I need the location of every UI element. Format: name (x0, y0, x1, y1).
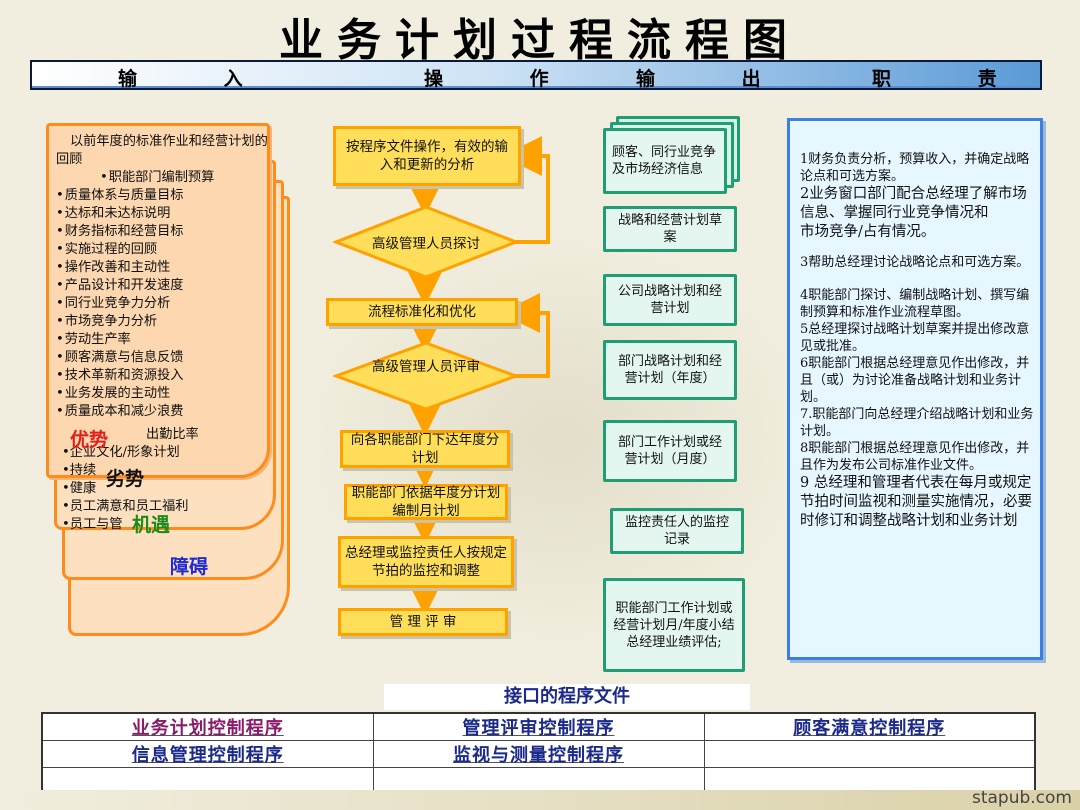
flow-connectors (405, 136, 550, 616)
flow-step-standardize: 流程标准化和优化 (326, 298, 518, 326)
duty-item: 7.职能部门向总经理介绍战略计划和业务计划。 (800, 407, 1034, 439)
duty-item: 市场竞争/占有情况。 (800, 224, 936, 240)
output-monitor-record: 监控责任人的监控记录 (610, 508, 744, 554)
list-item: 质量体系与质量目标 (56, 187, 268, 205)
input-list: 以前年度的标准作业和经营计划的回顾 职能部门编制预算 质量体系与质量目标 达标和… (56, 133, 268, 421)
swot-opportunity: 机遇 (132, 514, 171, 536)
partial-item: 出勤比率 (146, 427, 199, 442)
list-item: 操作改善和主动性 (56, 259, 268, 277)
list-item: 业务发展的主动性 (56, 385, 268, 403)
table-cell (41, 767, 374, 792)
table-cell: 信息管理控制程序 (41, 740, 374, 768)
output-dept-monthly-plan: 部门工作计划或经营计划（月度） (603, 420, 737, 482)
footer-bar (0, 790, 1080, 810)
table-cell (372, 767, 705, 792)
table-cell: 业务计划控制程序 (41, 712, 374, 741)
partial-item: •员工与管 (62, 517, 123, 532)
duty-item: 8职能部门根据总经理意见作出修改，并且作为发布公司标准作业文件。 (800, 441, 1030, 473)
header-output: 输 出 (636, 68, 801, 90)
flow-step-input-analysis: 按程序文件操作，有效的输入和更新的分析 (333, 126, 521, 186)
list-item: 财务指标和经营目标 (56, 223, 268, 241)
output-summary: 职能部门工作计划或经营计划月/年度小结 总经理业绩评估; (603, 578, 745, 672)
duty-item: 1财务负责分析，预算收入，并确定战略论点和可选方案。 (800, 152, 1030, 184)
swot-weakness: 劣势 (106, 468, 145, 490)
header-input: 输 入 (118, 68, 283, 90)
duties-panel (787, 118, 1043, 660)
list-item: 顾客满意与信息反馈 (56, 349, 268, 367)
list-item: 产品设计和开发速度 (56, 277, 268, 295)
output-summary-text: 职能部门工作计划或经营计划月/年度小结 (613, 600, 735, 633)
decision-diamond-discuss (333, 205, 519, 279)
duty-item: 6职能部门根据总经理意见作出修改，并且（或）为讨论准备战略计划和业务计划。 (800, 356, 1030, 405)
table-cell (703, 740, 1036, 768)
list-item: 劳动生产率 (56, 331, 268, 349)
flow-step-monitor-adjust: 总经理或监控责任人按规定节拍的监控和调整 (338, 536, 514, 588)
output-dept-annual-plan: 部门战略计划和经营计划（年度） (603, 340, 737, 400)
flow-step-issue-annual: 向各职能部门下达年度分计划 (340, 430, 510, 468)
flow-step-monthly-plan: 职能部门依据年度分计划编制月计划 (344, 484, 508, 520)
page-title: 业务计划过程流程图 (279, 15, 801, 66)
input-intro: 以前年度的标准作业和经营计划的回顾 (56, 134, 268, 167)
duties-list: 1财务负责分析，预算收入，并确定战略论点和可选方案。 2业务窗口部门配合总经理了… (800, 151, 1038, 531)
column-header-bar (30, 60, 1042, 90)
table-row: 信息管理控制程序 监视与测量控制程序 (41, 740, 1036, 768)
table-cell: 监视与测量控制程序 (372, 740, 705, 768)
output-evaluation-text: 总经理业绩评估; (626, 634, 722, 650)
table-cell: 管理评审控制程序 (372, 712, 705, 741)
swot-threat: 障碍 (170, 556, 209, 578)
header-operation: 操 作 (424, 68, 589, 90)
interface-label: 接口的程序文件 (384, 684, 750, 710)
partial-item: •健康 (62, 481, 97, 496)
flow-step-senior-review: 高级管理人员评审 (372, 359, 480, 375)
duty-item: 3帮助总经理讨论战略论点和可选方案。 (800, 255, 1030, 270)
output-company-plan: 公司战略计划和经营计划 (603, 274, 737, 326)
table-cell: 顾客满意控制程序 (703, 712, 1036, 741)
partial-item: •员工满意和员工福利 (62, 499, 189, 514)
table-row (41, 767, 1036, 792)
decision-diamond-review (333, 341, 519, 411)
output-market-info: 顾客、同行业竞争及市场经济信息 (603, 128, 727, 194)
duty-item: 5总经理探讨战略计划草案并提出修改意见或批准。 (800, 322, 1030, 354)
footer-watermark: stapub.com (971, 788, 1072, 808)
list-item: 质量成本和减少浪费 (56, 403, 268, 421)
interface-table: 业务计划控制程序 管理评审控制程序 顾客满意控制程序 信息管理控制程序 监视与测… (41, 712, 1036, 793)
header-duty: 职 责 (872, 68, 1037, 90)
duty-item: 9 总经理和管理者代表在每月或规定节拍时间监视和测量实施情况，必要时修订和调整战… (800, 475, 1032, 529)
list-item: 达标和未达标说明 (56, 205, 268, 223)
output-strategy-draft: 战略和经营计划草案 (603, 206, 737, 252)
list-item: 技术革新和资源投入 (56, 367, 268, 385)
table-row: 业务计划控制程序 管理评审控制程序 顾客满意控制程序 (41, 712, 1036, 741)
swot-strength: 优势 (70, 429, 109, 451)
flow-step-management-review: 管 理 评 审 (338, 608, 508, 636)
list-item: 市场竞争力分析 (56, 313, 268, 331)
partial-item: •持续 (62, 463, 97, 478)
list-item: 实施过程的回顾 (56, 241, 268, 259)
input-sub-item: 职能部门编制预算 (56, 169, 268, 187)
list-item: 同行业竞争力分析 (56, 295, 268, 313)
duty-item: 4职能部门探讨、编制战略计划、撰写编制预算和标准作业流程草图。 (800, 288, 1030, 320)
flow-step-senior-discussion: 高级管理人员探讨 (372, 236, 480, 252)
partial-item: •企业文化/形象计划 (62, 445, 180, 460)
duty-item: 2业务窗口部门配合总经理了解市场信息、掌握同行业竞争情况和 (800, 186, 1027, 221)
